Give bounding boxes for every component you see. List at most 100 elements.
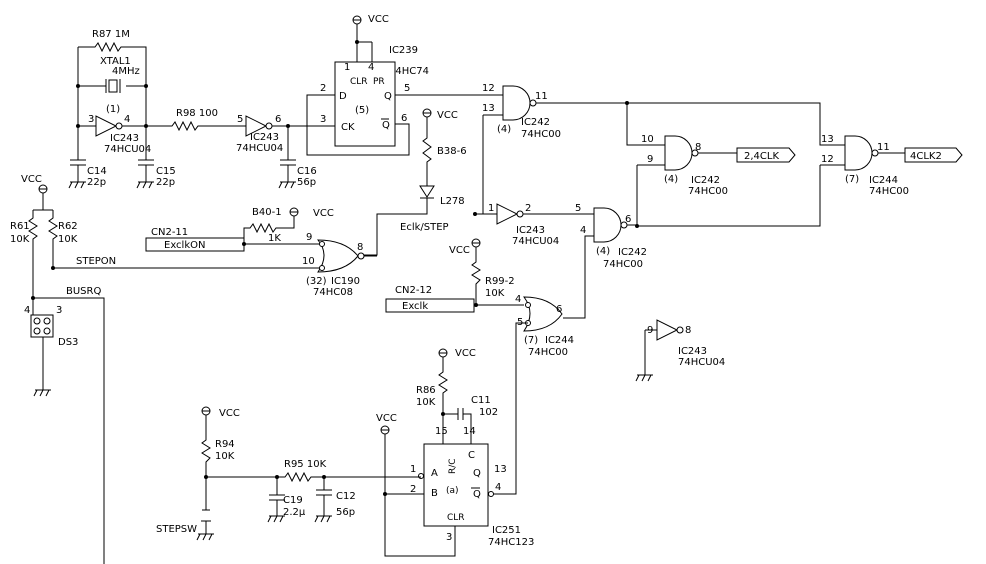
svg-text:4: 4 <box>124 114 130 125</box>
svg-text:3: 3 <box>446 532 452 543</box>
led-step-indicator: VCC B38-6 L278 Eclk/STEP <box>363 108 467 256</box>
ds3-label: DS3 <box>58 337 78 348</box>
svg-text:13: 13 <box>821 134 834 145</box>
svg-text:10K: 10K <box>10 234 30 245</box>
busrq-label: BUSRQ <box>66 286 101 297</box>
exclkon-label: ExclkON <box>164 240 205 251</box>
stepsw-monostable: VCC R86 10K C11 102 15 14 R/C C A Q (a) … <box>156 348 534 557</box>
svg-text:VCC: VCC <box>219 408 240 419</box>
svg-text:6: 6 <box>275 114 281 125</box>
svg-text:6: 6 <box>556 304 562 315</box>
svg-text:C11: C11 <box>471 395 491 406</box>
svg-text:2: 2 <box>525 203 531 214</box>
svg-text:15: 15 <box>435 426 448 437</box>
svg-text:IC243: IC243 <box>516 225 545 236</box>
svg-text:(4): (4) <box>664 174 678 185</box>
svg-text:74HC00: 74HC00 <box>688 186 728 197</box>
svg-text:4: 4 <box>515 294 521 305</box>
r87-label: R87 1M <box>92 29 130 40</box>
svg-text:4: 4 <box>24 305 30 316</box>
svg-text:3: 3 <box>320 114 326 125</box>
svg-text:74HC08: 74HC08 <box>313 287 353 298</box>
xtal-freq: 4MHz <box>112 66 140 77</box>
svg-text:74HCU04: 74HCU04 <box>236 143 283 154</box>
svg-text:14: 14 <box>463 426 476 437</box>
exclk-label: Exclk <box>402 301 428 312</box>
svg-text:A: A <box>431 468 438 479</box>
svg-text:R/C: R/C <box>448 458 458 474</box>
svg-text:PR: PR <box>373 77 385 87</box>
svg-text:C: C <box>468 450 475 461</box>
svg-text:VCC: VCC <box>437 110 458 121</box>
svg-text:Q: Q <box>473 468 481 479</box>
svg-text:VCC: VCC <box>449 245 470 256</box>
svg-text:5: 5 <box>404 83 410 94</box>
svg-text:L278: L278 <box>440 196 465 207</box>
svg-text:(7): (7) <box>845 174 859 185</box>
svg-text:10K: 10K <box>215 451 235 462</box>
svg-text:(5): (5) <box>355 105 369 116</box>
svg-text:VCC: VCC <box>455 348 476 359</box>
svg-text:IC251: IC251 <box>492 525 521 536</box>
svg-text:IC190: IC190 <box>331 276 360 287</box>
svg-text:(4): (4) <box>497 124 511 135</box>
ic244-nand-a: 13 12 11 (7) IC244 74HC00 4CLK2 <box>637 134 963 227</box>
svg-text:2: 2 <box>320 83 326 94</box>
svg-text:C16: C16 <box>297 166 317 177</box>
svg-text:8: 8 <box>695 142 701 153</box>
svg-text:1: 1 <box>410 464 416 475</box>
svg-text:22p: 22p <box>87 177 106 188</box>
svg-text:56p: 56p <box>297 177 316 188</box>
svg-text:C19: C19 <box>283 495 303 506</box>
svg-text:CN2-12: CN2-12 <box>395 285 432 296</box>
svg-text:11: 11 <box>535 91 548 102</box>
exclk-section: CN2-12 Exclk VCC R99-2 10K 4 5 6 (7) IC2… <box>385 238 574 495</box>
svg-text:CLR: CLR <box>350 77 368 87</box>
svg-text:12: 12 <box>482 83 495 94</box>
stepsw-label: STEPSW <box>156 524 197 535</box>
svg-text:2.2μ: 2.2μ <box>283 507 306 518</box>
svg-text:(4): (4) <box>596 246 610 257</box>
signal-4clk2: 4CLK2 <box>910 151 942 162</box>
svg-text:4: 4 <box>368 62 374 73</box>
svg-text:10K: 10K <box>58 234 78 245</box>
svg-text:VCC: VCC <box>376 413 397 424</box>
svg-text:13: 13 <box>482 103 495 114</box>
svg-text:Eclk/STEP: Eclk/STEP <box>400 222 449 233</box>
svg-text:8: 8 <box>357 242 363 253</box>
svg-text:IC242: IC242 <box>521 117 550 128</box>
svg-text:IC243: IC243 <box>110 133 139 144</box>
svg-text:2: 2 <box>410 484 416 495</box>
svg-text:B40-1: B40-1 <box>252 207 282 218</box>
svg-text:5: 5 <box>237 114 243 125</box>
svg-text:12: 12 <box>821 154 834 165</box>
svg-text:(1): (1) <box>106 104 120 115</box>
svg-text:C14: C14 <box>87 166 107 177</box>
stepon-label: STEPON <box>76 256 116 267</box>
svg-text:IC243: IC243 <box>250 132 279 143</box>
svg-text:IC243: IC243 <box>678 346 707 357</box>
svg-text:74HCU04: 74HCU04 <box>678 357 725 368</box>
svg-text:Q: Q <box>473 489 481 500</box>
oscillator-section: R87 1M XTAL1 4MHz (1) 3 4 IC243 74HCU04 … <box>68 29 335 189</box>
signal-24clk: 2,4CLK <box>744 151 779 162</box>
svg-text:10K: 10K <box>485 288 505 299</box>
svg-text:13: 13 <box>494 464 507 475</box>
svg-text:CN2-11: CN2-11 <box>151 227 188 238</box>
svg-text:(7): (7) <box>524 335 538 346</box>
svg-text:D: D <box>339 91 347 102</box>
svg-text:IC239: IC239 <box>389 45 418 56</box>
svg-text:8: 8 <box>685 325 691 336</box>
xtal-name: XTAL1 <box>100 56 131 67</box>
ic239-flipflop: VCC IC239 74HC74 1 4 D CLR PR Q (5) CK Q… <box>306 14 503 156</box>
svg-text:B: B <box>431 488 438 499</box>
svg-text:R86: R86 <box>416 385 436 396</box>
svg-text:VCC: VCC <box>21 174 42 185</box>
svg-text:1: 1 <box>344 62 350 73</box>
svg-text:74HC00: 74HC00 <box>528 347 568 358</box>
svg-text:74HC00: 74HC00 <box>603 259 643 270</box>
svg-text:CK: CK <box>341 122 355 133</box>
svg-text:IC244: IC244 <box>545 335 574 346</box>
svg-text:74HCU04: 74HCU04 <box>104 144 151 155</box>
